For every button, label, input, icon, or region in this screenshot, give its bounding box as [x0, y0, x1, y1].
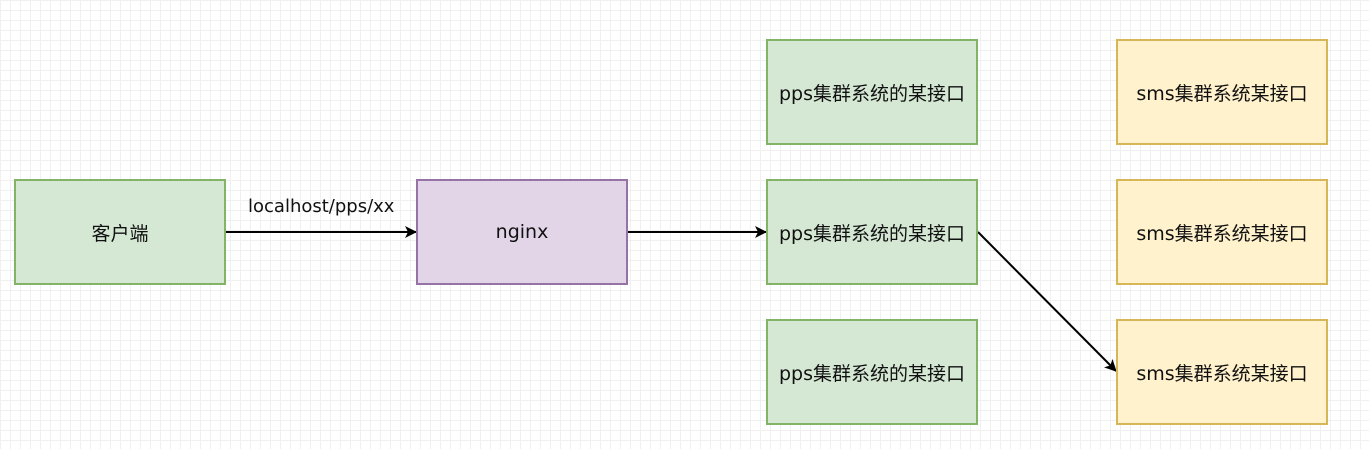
pps-node-2[interactable]: pps集群系统的某接口 [766, 179, 978, 285]
pps-node-3[interactable]: pps集群系统的某接口 [766, 319, 978, 425]
sms-node-3[interactable]: sms集群系统某接口 [1116, 319, 1328, 425]
client-node[interactable]: 客户端 [14, 179, 226, 285]
sms-node-label: sms集群系统某接口 [1136, 362, 1308, 385]
client-node-label: 客户端 [91, 222, 149, 245]
sms-node-label: sms集群系统某接口 [1136, 222, 1308, 245]
pps-node-label: pps集群系统的某接口 [778, 82, 966, 105]
edge-label-client-to-nginx: localhost/pps/xx [248, 196, 395, 217]
nginx-node[interactable]: nginx [416, 179, 628, 285]
pps-node-label: pps集群系统的某接口 [778, 362, 966, 385]
nginx-node-label: nginx [495, 221, 549, 243]
pps-node-1[interactable]: pps集群系统的某接口 [766, 39, 978, 145]
sms-node-1[interactable]: sms集群系统某接口 [1116, 39, 1328, 145]
edge-pps-to-sms[interactable] [977, 231, 1117, 372]
pps-node-label: pps集群系统的某接口 [778, 222, 966, 245]
sms-node-2[interactable]: sms集群系统某接口 [1116, 179, 1328, 285]
sms-node-label: sms集群系统某接口 [1136, 82, 1308, 105]
